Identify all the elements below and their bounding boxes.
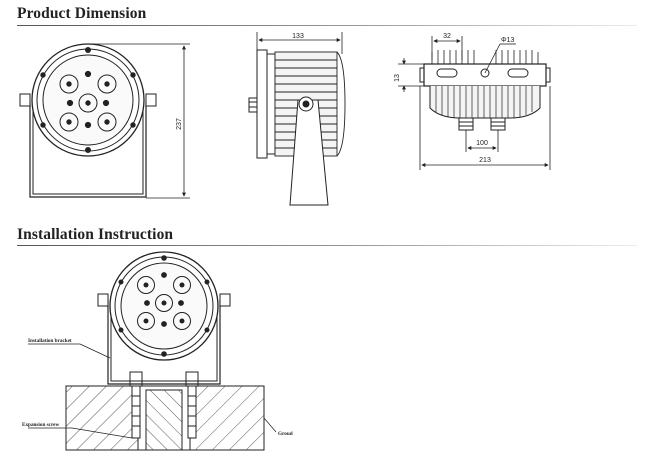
height-label: 237 bbox=[176, 118, 183, 130]
top-view bbox=[419, 50, 551, 131]
expansion-screws bbox=[129, 371, 199, 439]
ground-label: Groud bbox=[278, 431, 293, 437]
spacing-label: 32 bbox=[443, 33, 451, 40]
width-label: 213 bbox=[479, 157, 491, 164]
ground-block bbox=[65, 385, 265, 451]
depth-label: 133 bbox=[292, 33, 304, 40]
leader-lines bbox=[28, 343, 277, 439]
installation-bracket-label: Installation bracket bbox=[28, 338, 72, 344]
installed-fixture bbox=[97, 251, 231, 385]
hole-label: Φ13 bbox=[501, 37, 514, 44]
section-title-product-dimension: Product Dimension bbox=[17, 5, 147, 22]
section-title-installation: Installation Instruction bbox=[17, 226, 174, 243]
section-divider bbox=[17, 25, 637, 26]
front-view-lenses bbox=[59, 70, 117, 132]
section-divider bbox=[17, 245, 637, 246]
depth-dimension bbox=[256, 32, 343, 54]
expansion-screw-label: Expansion screw bbox=[22, 422, 59, 428]
top-view-dimensions bbox=[398, 36, 551, 170]
height-dimension bbox=[88, 43, 190, 199]
offset-label: 13 bbox=[394, 74, 401, 82]
mount-spacing-label: 100 bbox=[476, 140, 488, 147]
front-view bbox=[19, 43, 157, 198]
side-view bbox=[248, 49, 346, 206]
